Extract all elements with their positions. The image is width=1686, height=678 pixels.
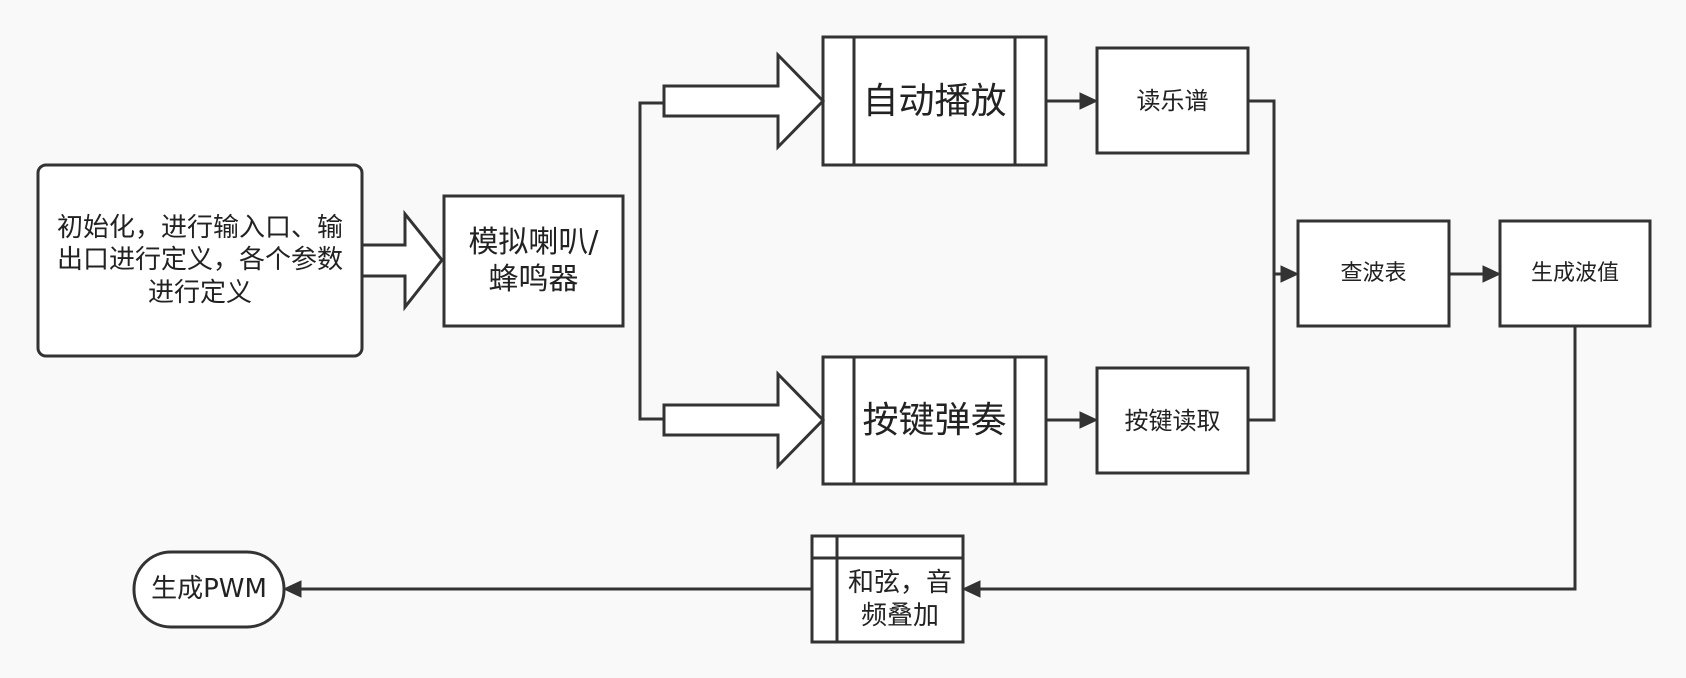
arrowhead-gen-wave	[1482, 265, 1502, 283]
key-read-node[interactable]	[1095, 366, 1250, 475]
arrowhead-pwm	[282, 580, 302, 598]
lookup-wave-node[interactable]	[1296, 219, 1451, 328]
gen-pwm-label: 生成PWM	[151, 574, 267, 605]
block-arrow-to-key-play	[662, 370, 826, 470]
block-arrow-init-to-speaker	[360, 209, 444, 312]
auto-play-label: 自动播放	[862, 80, 1007, 122]
arrowhead-chord	[961, 580, 981, 598]
arrowhead-read-score	[1079, 92, 1099, 110]
lookup-wave-label: 查波表	[1340, 260, 1407, 286]
fork-connector	[638, 101, 664, 421]
read-score-label: 读乐谱	[1136, 86, 1209, 115]
block-arrow-to-auto-play	[662, 51, 826, 151]
gen-wave-label: 生成波值	[1530, 260, 1619, 286]
gen-wave-node[interactable]	[1498, 219, 1652, 328]
init-label: 初始化，进行输入口、输 出口进行定义，各个参数 进行定义	[56, 212, 343, 308]
connector-key-read-to-lookup	[1248, 274, 1276, 422]
speaker-node[interactable]	[442, 194, 625, 328]
key-read-label: 按键读取	[1124, 406, 1221, 435]
connector-gen-wave-to-chord	[978, 326, 1577, 591]
chord-label: 和弦，音 频叠加	[847, 568, 952, 631]
arrowhead-lookup-wave	[1280, 265, 1300, 283]
speaker-label: 模拟喇叭/ 蜂鸣器	[468, 224, 599, 298]
key-play-label: 按键弹奏	[862, 400, 1007, 441]
connector-read-score-to-lookup	[1248, 99, 1284, 276]
auto-play-node[interactable]	[821, 35, 1048, 167]
key-play-node[interactable]	[821, 355, 1048, 486]
arrowhead-key-read	[1079, 411, 1099, 429]
